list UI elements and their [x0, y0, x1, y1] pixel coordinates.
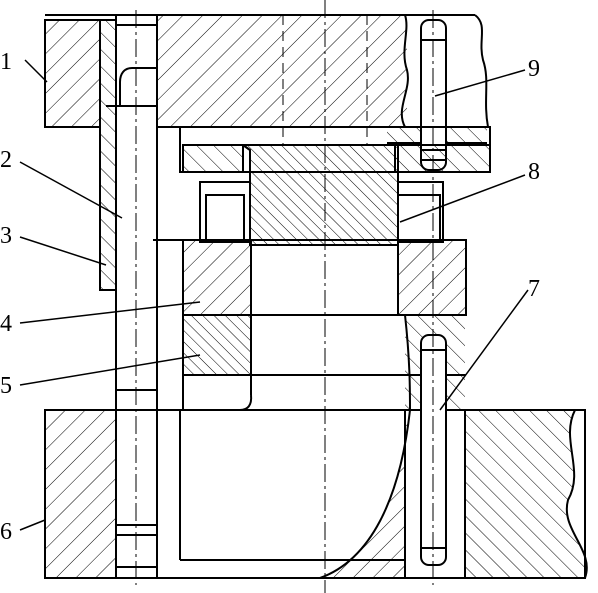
callout-7: 7 — [528, 276, 540, 302]
center-lines — [135, 0, 434, 593]
part-6-base — [44, 394, 586, 579]
part-8-punch — [239, 144, 399, 246]
callout-3: 3 — [0, 223, 12, 249]
upper-plate — [45, 14, 475, 128]
part-4-die-blocks — [153, 239, 467, 316]
part-3-guide-strip — [99, 19, 117, 291]
leader-lines — [19, 59, 529, 531]
callout-8: 8 — [528, 159, 540, 185]
hidden-lines — [282, 15, 368, 145]
callout-2: 2 — [0, 147, 12, 173]
callout-1: 1 — [0, 49, 12, 75]
callout-5: 5 — [0, 373, 12, 399]
part-1-upper-left-block — [44, 19, 101, 128]
callout-4: 4 — [0, 311, 12, 337]
part-5-lower-die-blocks — [182, 314, 466, 410]
callout-9: 9 — [528, 56, 540, 82]
callout-6: 6 — [0, 519, 12, 545]
